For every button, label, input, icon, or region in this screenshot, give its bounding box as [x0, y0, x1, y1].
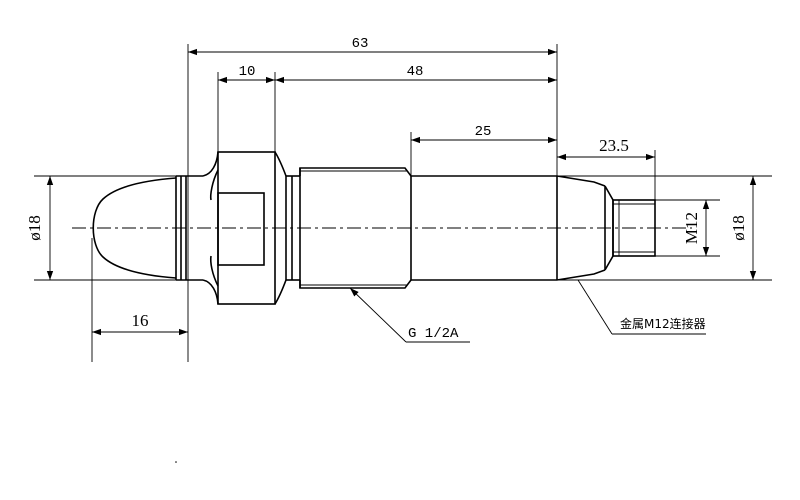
thread-bottom: [299, 279, 412, 289]
dim-23-5-label: 23.5: [599, 136, 629, 155]
dim-tip-diameter: ø18: [25, 175, 176, 281]
thread-callout: G 1/2A: [349, 287, 470, 343]
dim-10-label: 10: [239, 64, 256, 80]
dim-63-label: 63: [352, 36, 369, 52]
dim-connector-length: 23.5: [557, 136, 656, 200]
hex-face: [217, 192, 265, 266]
dim-thread-length: 25: [410, 124, 557, 176]
dim-25-label: 25: [475, 124, 492, 140]
probe-tip: [92, 177, 177, 279]
dim-m12-label: M12: [682, 212, 701, 244]
stray-dot: [175, 461, 177, 463]
connector-callout: 金属M12连接器: [577, 279, 706, 335]
dim-48-label: 48: [407, 64, 424, 80]
dim-tip-dia-label: ø18: [25, 215, 44, 241]
thread-spec-label: G 1/2A: [408, 326, 459, 342]
dim-body-length: 48: [275, 64, 557, 84]
dim-connector-thread: M12: [655, 199, 720, 257]
dim-overall-length: 63: [187, 36, 558, 362]
sensor-part-outline: [92, 151, 656, 305]
dim-tip-length: 16: [91, 238, 188, 362]
dim-hex-width: 10: [217, 64, 276, 152]
dim-body-diameter: ø18: [557, 175, 772, 281]
dim-body-dia-label: ø18: [729, 215, 748, 241]
m12-connector: [612, 199, 656, 257]
thread-top: [299, 167, 412, 177]
connector-note-label: 金属M12连接器: [620, 316, 706, 331]
dim-16-label: 16: [132, 311, 149, 330]
